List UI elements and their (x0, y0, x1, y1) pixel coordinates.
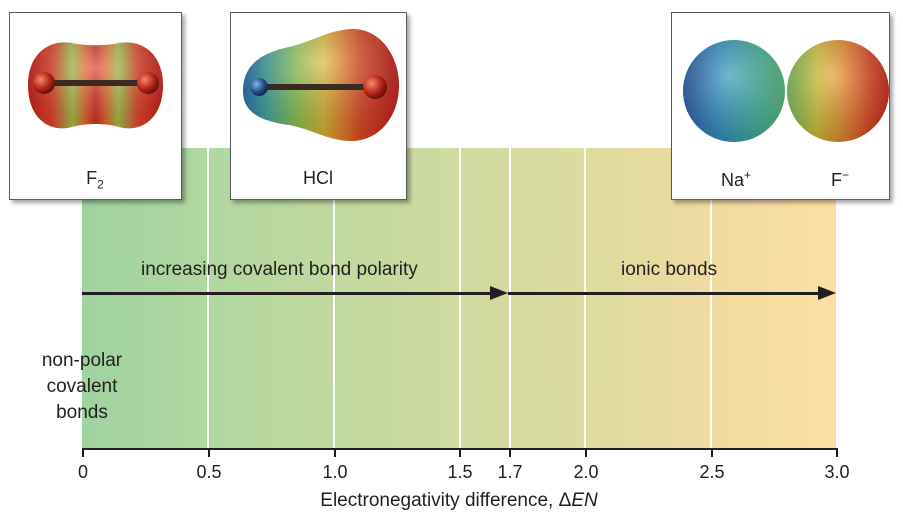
tick-1.5 (459, 448, 461, 457)
hcl-card: HCl (230, 12, 407, 200)
nonpolar-line-3: bonds (56, 402, 108, 423)
tick-label-0: 0 (77, 462, 89, 482)
nonpolar-line-2: covalent (46, 376, 118, 397)
tick-3.0 (836, 448, 838, 457)
na-ion-label: Na+ (721, 168, 751, 191)
na-label-main: Na (720, 170, 744, 190)
ionic-bonds-label: ionic bonds (621, 259, 718, 280)
tick-label-3.0: 3.0 (824, 462, 850, 482)
tick-label-1.5: 1.5 (447, 462, 473, 482)
tick-label-2.0: 2.0 (573, 462, 599, 482)
f-ion-label: F− (831, 168, 849, 191)
tick-2.0 (585, 448, 587, 457)
tick-0 (82, 448, 84, 457)
gridline-1.5 (459, 148, 461, 448)
naf-card: Na+ F− (671, 12, 890, 200)
gridline-2.5 (710, 148, 712, 448)
f2-card: F2 (9, 12, 182, 200)
f2-potential-map-icon (28, 42, 163, 129)
gridline-1.7 (509, 148, 511, 448)
tick-label-1.7: 1.7 (497, 462, 523, 482)
gridline-0.5 (207, 148, 209, 448)
f-label-charge: − (841, 168, 850, 182)
hcl-label: HCl (303, 168, 333, 188)
tick-2.5 (711, 448, 713, 457)
tick-0.5 (208, 448, 210, 457)
naf-potential-map-icon (683, 40, 889, 142)
hcl-potential-map-icon (243, 29, 399, 141)
gridline-2.0 (584, 148, 586, 448)
f2-label: F2 (86, 168, 104, 192)
tick-label-2.5: 2.5 (699, 462, 725, 482)
tick-1.0 (334, 448, 336, 457)
na-label-charge: + (744, 168, 752, 182)
nonpolar-covalent-label: non-polar covalent bonds (12, 348, 152, 426)
x-axis-title-prefix: Electronegativity difference, Δ (320, 490, 572, 511)
tick-label-0.5: 0.5 (196, 462, 222, 482)
ionic-arrow-line (508, 292, 820, 295)
covalent-arrowhead-icon (490, 286, 508, 300)
f2-label-sub: 2 (97, 177, 104, 192)
f2-label-main: F (86, 168, 98, 188)
covalent-arrow-line (82, 292, 492, 295)
gridline-1.0 (333, 148, 335, 448)
tick-1.7 (509, 448, 511, 457)
nonpolar-line-1: non-polar (41, 350, 123, 371)
f-label-main: F (830, 170, 842, 190)
tick-label-1.0: 1.0 (322, 462, 348, 482)
covalent-polarity-label: increasing covalent bond polarity (141, 259, 418, 280)
x-axis-title: Electronegativity difference, ΔEN (320, 490, 597, 512)
x-axis-title-symbol: EN (571, 490, 598, 511)
ionic-arrowhead-icon (818, 286, 836, 300)
